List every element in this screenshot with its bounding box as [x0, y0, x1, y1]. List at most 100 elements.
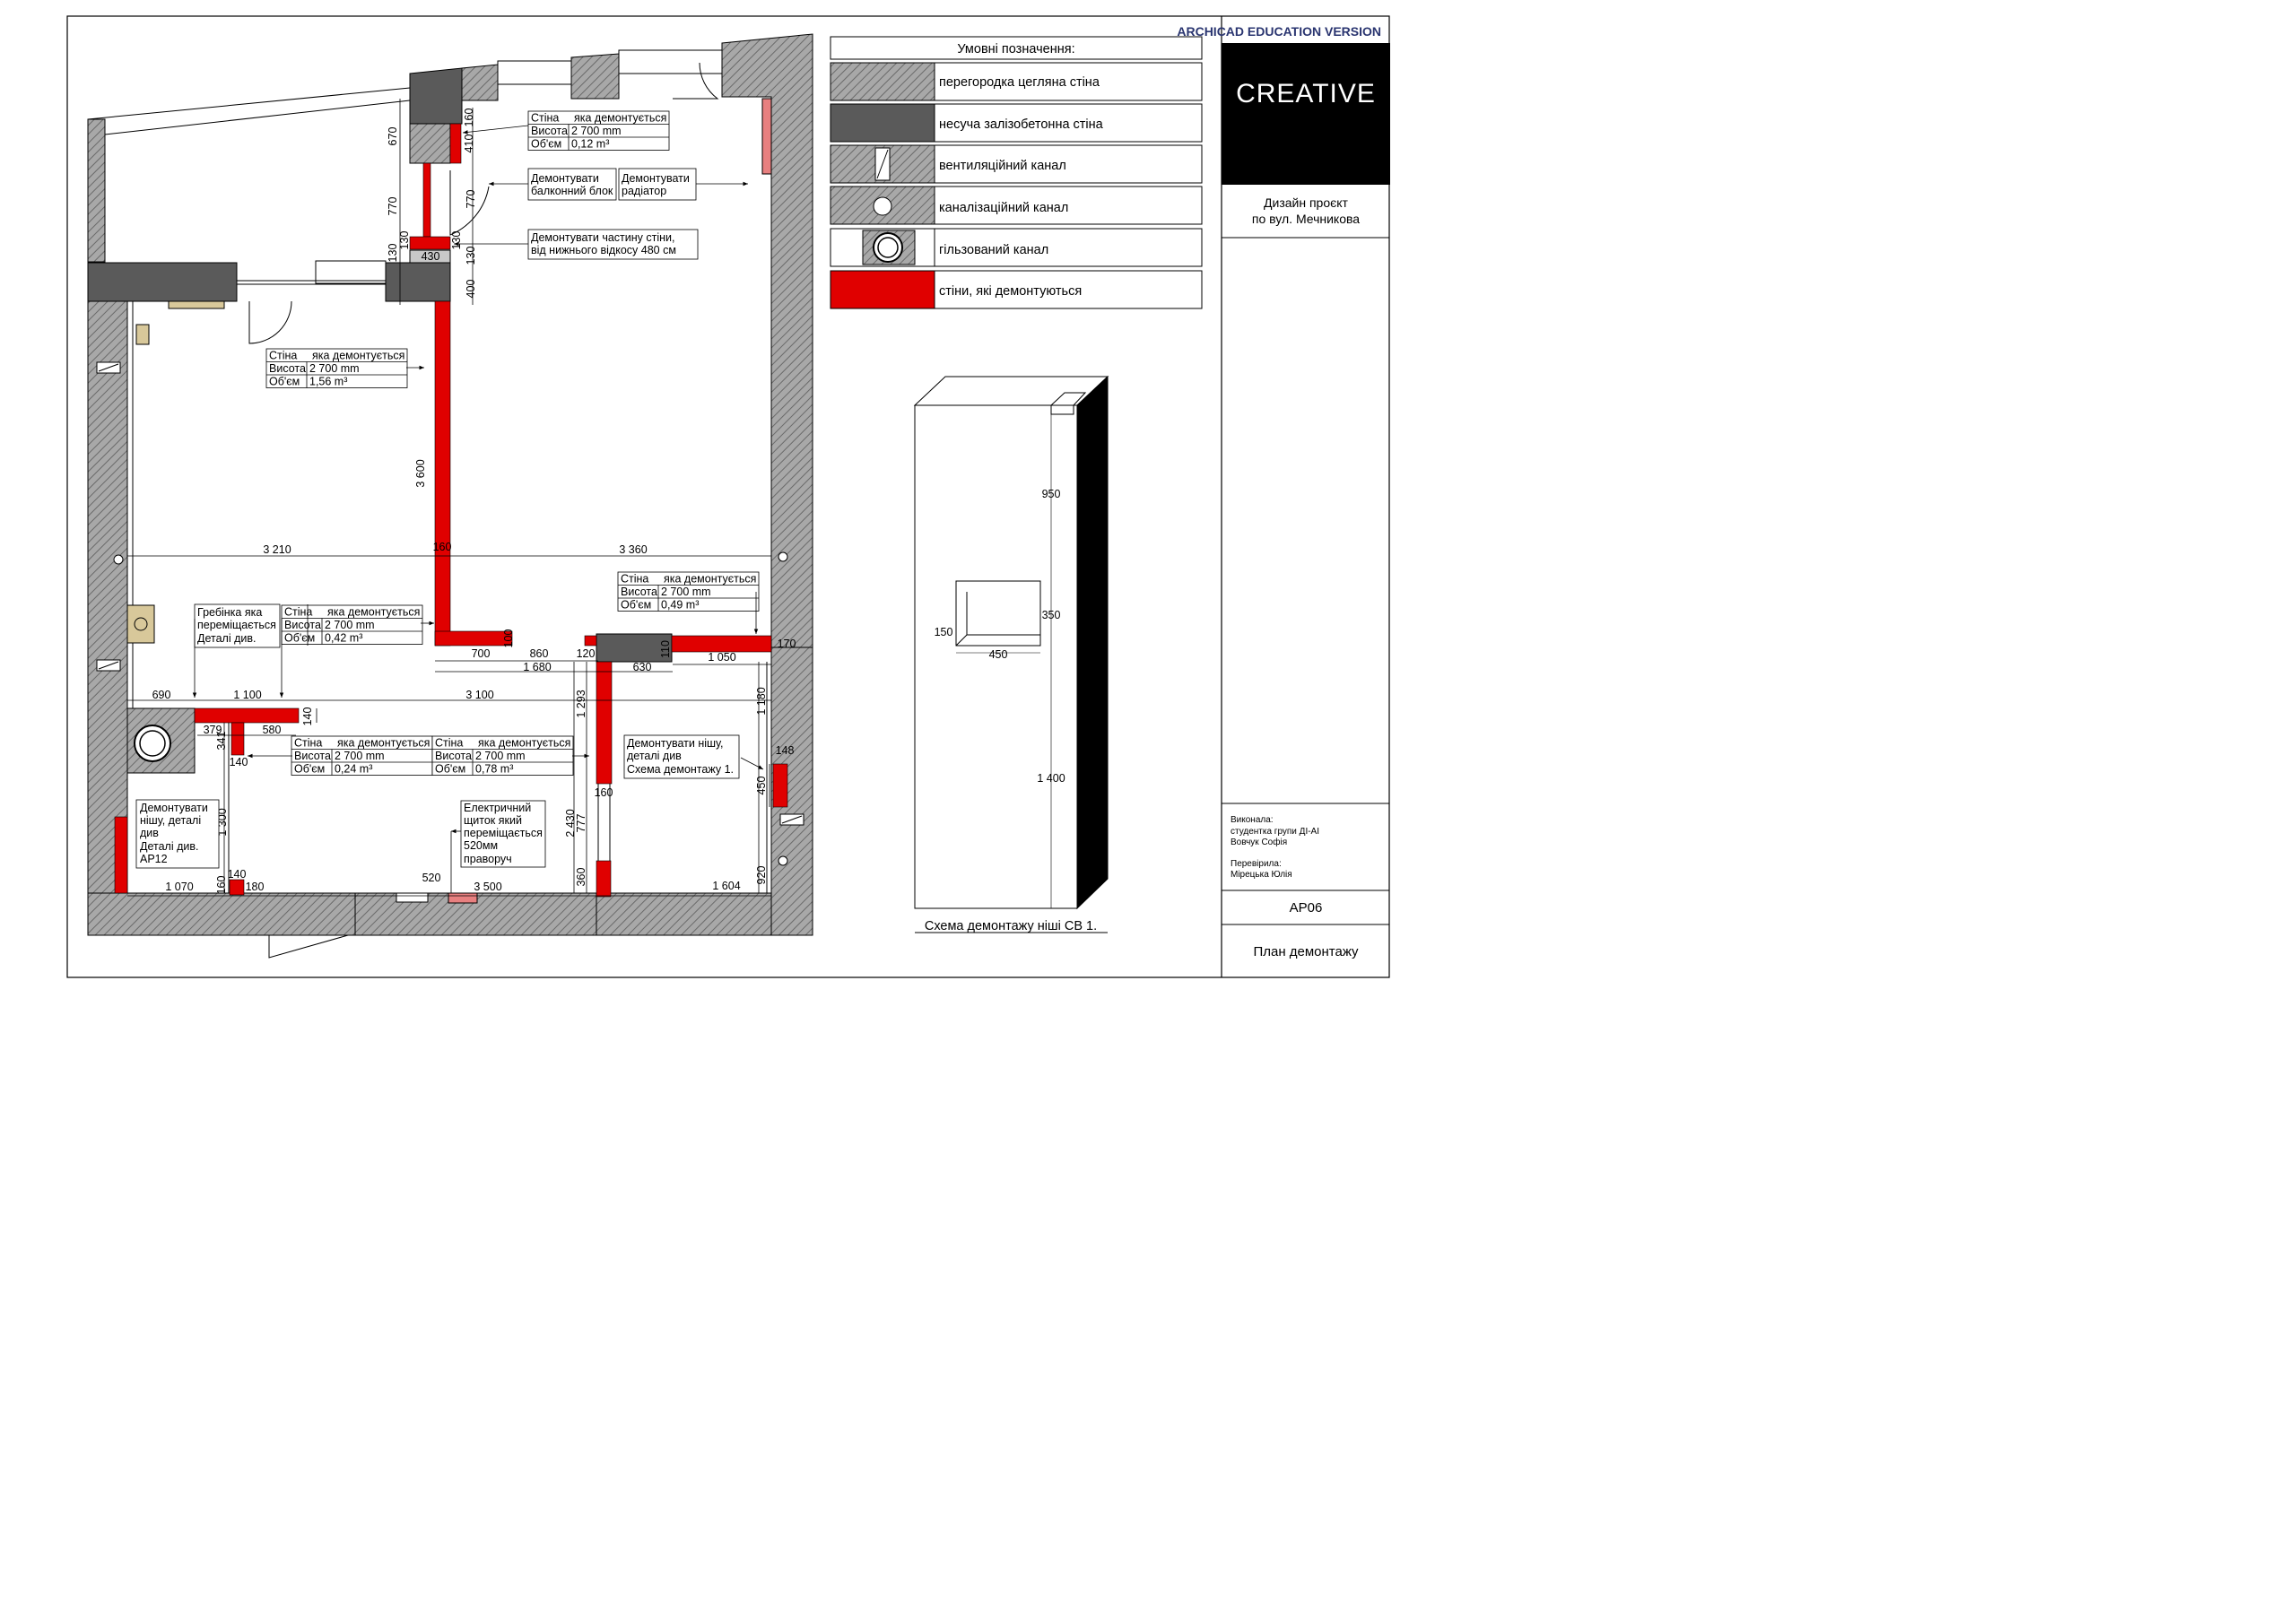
sewer-icon: [873, 196, 892, 216]
svg-text:1 100: 1 100: [233, 689, 261, 701]
sheet-code: АР06: [1290, 900, 1323, 916]
table-header-left: Стіна: [294, 737, 322, 750]
table-header-left: Стіна: [621, 573, 648, 586]
door-arc-2: [449, 170, 490, 236]
svg-text:120: 120: [577, 647, 596, 660]
logo-box: [1222, 43, 1390, 185]
table-volume-label: Об'єм: [294, 763, 325, 776]
table-height-label: Висота: [435, 750, 472, 762]
svg-text:3 100: 3 100: [465, 689, 493, 701]
table-header-left: Стіна: [531, 112, 559, 125]
svg-text:130: 130: [398, 231, 411, 250]
table-volume-value: 0,12 m³: [571, 138, 609, 151]
made-by-line1: студентка групи ДІ-АІ: [1231, 827, 1319, 837]
legend: Умовні позначення: перегородка цегляна с…: [830, 36, 1203, 309]
table-volume-value: 0,42 m³: [325, 632, 362, 645]
notes: Демонтувати балконний блок Демонтувати р…: [140, 172, 734, 865]
svg-text:2 430: 2 430: [564, 809, 577, 837]
svg-text:140: 140: [228, 868, 247, 881]
note-radiator-2: радіатор: [622, 185, 666, 197]
door-arc-1: [248, 300, 292, 344]
floor-plan: 670 160 410 770 770 130 130 130 130 430 …: [87, 33, 813, 959]
table-header-left: Стіна: [284, 606, 312, 619]
table-header-left: Стіна: [435, 737, 463, 750]
dimensions: 670 160 410 770 770 130 130 130 130 430 …: [152, 108, 796, 895]
table-height-label: Висота: [269, 362, 306, 375]
svg-text:100: 100: [502, 629, 515, 648]
svg-text:770: 770: [387, 197, 399, 216]
project-line2: по вул. Мечникова: [1252, 212, 1360, 226]
table-height-value: 2 700 mm: [661, 586, 711, 598]
note-comb-3: Деталі див.: [197, 632, 256, 645]
note-niche1-2: деталі див: [627, 750, 682, 762]
note-niche2-2: нішу, деталі: [140, 814, 201, 827]
table-header-right: яка демонтується: [574, 112, 666, 125]
radiator: [761, 98, 772, 175]
made-by-label: Виконала:: [1231, 815, 1274, 825]
note-panel-5: праворуч: [464, 853, 512, 865]
legend-label-brick: перегородка цегляна стіна: [939, 75, 1100, 90]
note-balcony-2: балконний блок: [531, 185, 613, 197]
svg-text:130: 130: [387, 244, 399, 263]
svg-text:3 600: 3 600: [414, 459, 427, 487]
sheet-title: План демонтажу: [1253, 944, 1359, 959]
table-header-right: яка демонтується: [337, 737, 430, 750]
table-volume-value: 0,49 m³: [661, 599, 699, 612]
sheet-frame: [66, 15, 1390, 978]
note-wall-part-2: від нижнього відкосу 480 см: [531, 244, 676, 256]
table-volume-value: 1,56 m³: [309, 376, 347, 388]
svg-text:777: 777: [575, 814, 587, 833]
door-arc-3: [673, 62, 719, 100]
electric-panel: [448, 892, 478, 904]
svg-text:700: 700: [472, 647, 491, 660]
svg-text:341: 341: [215, 732, 228, 751]
table-header-left: Стіна: [269, 350, 297, 362]
table-volume-label: Об'єм: [284, 632, 315, 645]
svg-text:1 680: 1 680: [523, 661, 551, 673]
note-panel-2: щиток який: [464, 814, 522, 827]
svg-text:160: 160: [463, 108, 475, 127]
note-niche1-1: Демонтувати нішу,: [627, 737, 724, 750]
svg-text:148: 148: [776, 744, 795, 757]
table-volume-value: 0,24 m³: [335, 763, 372, 776]
drawing-sheet: ARCHICAD EDUCATION VERSION CREATIVE Диза…: [66, 15, 1390, 978]
made-by-line2: Вовчук Софія: [1231, 837, 1287, 847]
table-height-value: 2 700 mm: [325, 619, 375, 631]
demolish-walls: [114, 123, 788, 898]
svg-text:410: 410: [463, 135, 475, 153]
svg-text:1 293: 1 293: [575, 690, 587, 717]
note-comb-1: Гребінка яка: [197, 606, 262, 619]
svg-text:630: 630: [633, 661, 652, 673]
scheme-dim-350: 350: [1042, 609, 1061, 621]
svg-text:770: 770: [465, 190, 477, 209]
svg-text:580: 580: [263, 724, 282, 736]
logo: CREATIVE: [1236, 79, 1376, 108]
svg-text:379: 379: [204, 724, 222, 736]
svg-text:670: 670: [387, 127, 399, 146]
comb-fixture: [126, 604, 155, 644]
table-height-value: 2 700 mm: [475, 750, 526, 762]
svg-text:920: 920: [755, 866, 768, 885]
legend-label-demolish: стіни, які демонтуються: [939, 284, 1082, 299]
table-height-label: Висота: [621, 586, 657, 598]
svg-text:140: 140: [301, 707, 314, 726]
svg-text:130: 130: [450, 231, 463, 250]
table-header-right: яка демонтується: [478, 737, 570, 750]
svg-text:1 180: 1 180: [755, 687, 768, 715]
svg-text:180: 180: [246, 881, 265, 893]
svg-text:360: 360: [575, 868, 587, 887]
svg-text:3 360: 3 360: [619, 543, 647, 556]
south-wall-left: [87, 892, 356, 936]
note-niche2-1: Демонтувати: [140, 802, 208, 814]
svg-text:160: 160: [215, 876, 228, 895]
table-height-value: 2 700 mm: [309, 362, 360, 375]
checked-label: Перевірила:: [1231, 859, 1282, 869]
title-block: CREATIVE Дизайн проєкт по вул. Мечникова…: [1222, 43, 1390, 959]
svg-text:430: 430: [422, 250, 440, 263]
